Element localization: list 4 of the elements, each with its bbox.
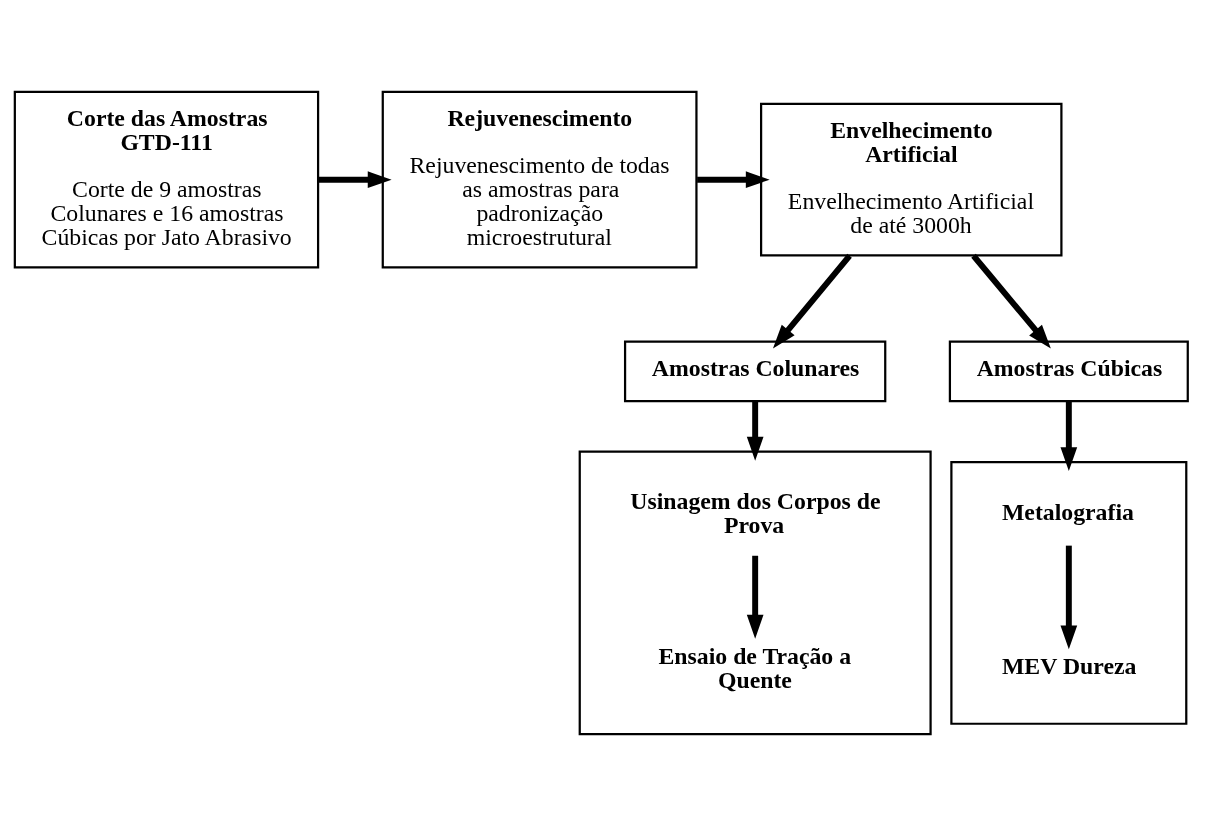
node-text: Ensaio de Tração a Quente [658, 642, 852, 693]
node-text: Metalografia [1001, 498, 1134, 525]
node-text: Usinagem dos Corpos de Prova [630, 488, 881, 539]
node-text: MEV Dureza [1001, 653, 1137, 680]
